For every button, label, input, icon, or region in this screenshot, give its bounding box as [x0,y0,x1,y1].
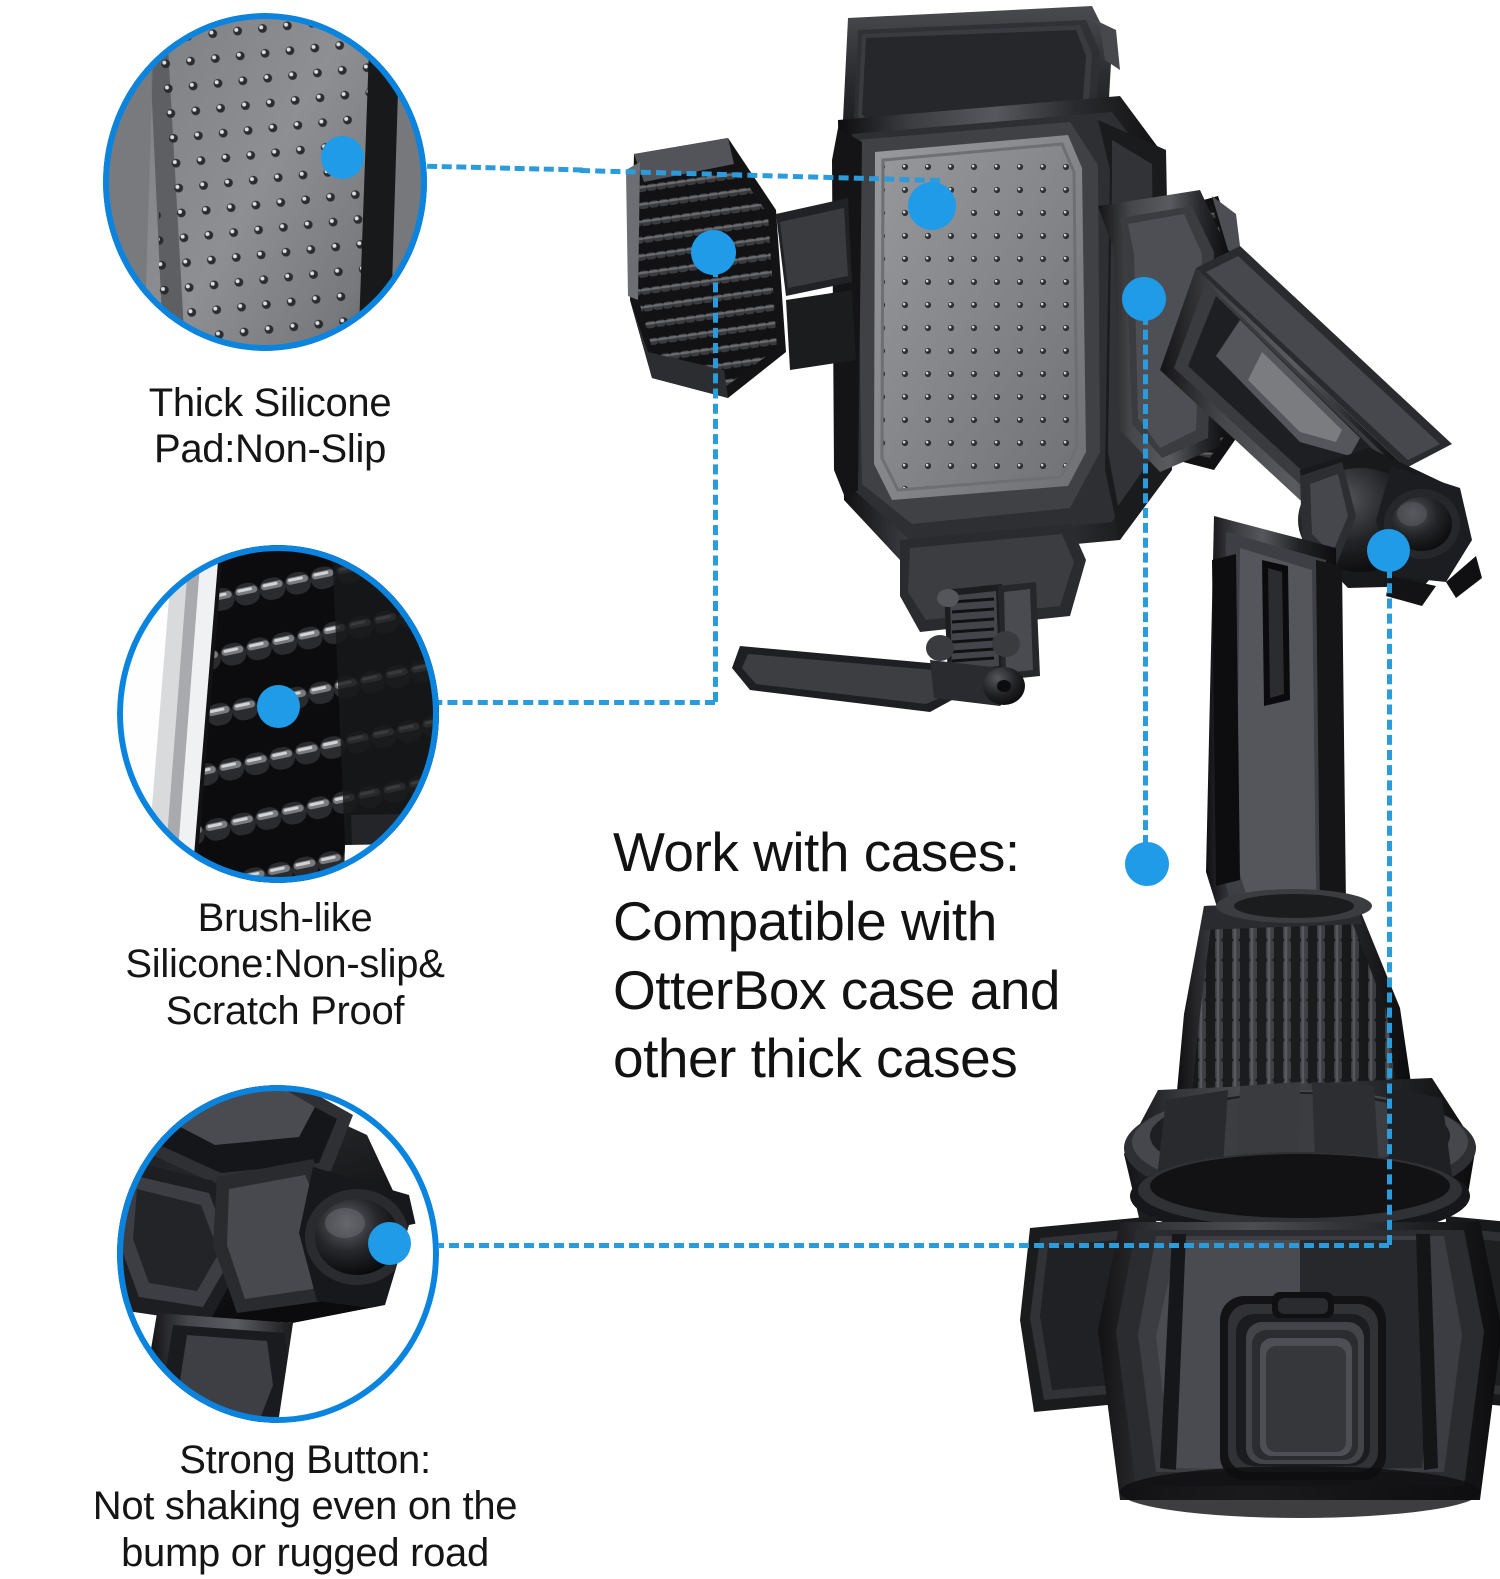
callout-3-anchor-dot [368,1222,411,1265]
caption-silicone-pad: Thick Silicone Pad:Non-Slip [148,381,392,472]
base-flange [1124,1078,1476,1240]
callout-2-anchor-dot [257,685,300,728]
headline-work-with-cases: Work with cases: Compatible with OtterBo… [613,821,1061,1090]
caption-brush-silicone: Brush-like Silicone:Non-slip& Scratch Pr… [125,896,445,1033]
silicone-pad [874,135,1086,500]
brush-silicone-closeup-image [117,545,439,883]
callout-1-anchor-dot [321,136,364,179]
connector-button-vertical [1387,553,1392,1245]
release-button [1220,1292,1386,1480]
headline-marker-dot [1125,842,1169,886]
cradle-bottom-clamp [732,524,1086,712]
caption-strong-button: Strong Button: Not shaking even on the b… [92,1438,518,1575]
connector-brush-vertical [713,252,718,702]
brush-grip-marker-dot [691,230,736,275]
silicone-pad-marker-dot [908,182,956,230]
callout-brush-silicone-circle [117,545,439,883]
connector-button-horizontal [404,1243,1389,1248]
ball-joint [1298,448,1482,606]
cup-holder-base [1020,1216,1500,1518]
silicone-pad-closeup-image [103,13,427,351]
callout-silicone-pad-circle [103,13,427,351]
telescopic-arm-marker-dot [1122,277,1166,321]
connector-brush-horizontal [402,700,715,705]
connector-arm-vertical [1143,300,1148,845]
product-illustration [626,6,1500,1518]
adjustment-collar [1176,889,1412,1102]
ball-joint-button-marker-dot [1367,529,1410,572]
lower-stem [1206,516,1346,936]
